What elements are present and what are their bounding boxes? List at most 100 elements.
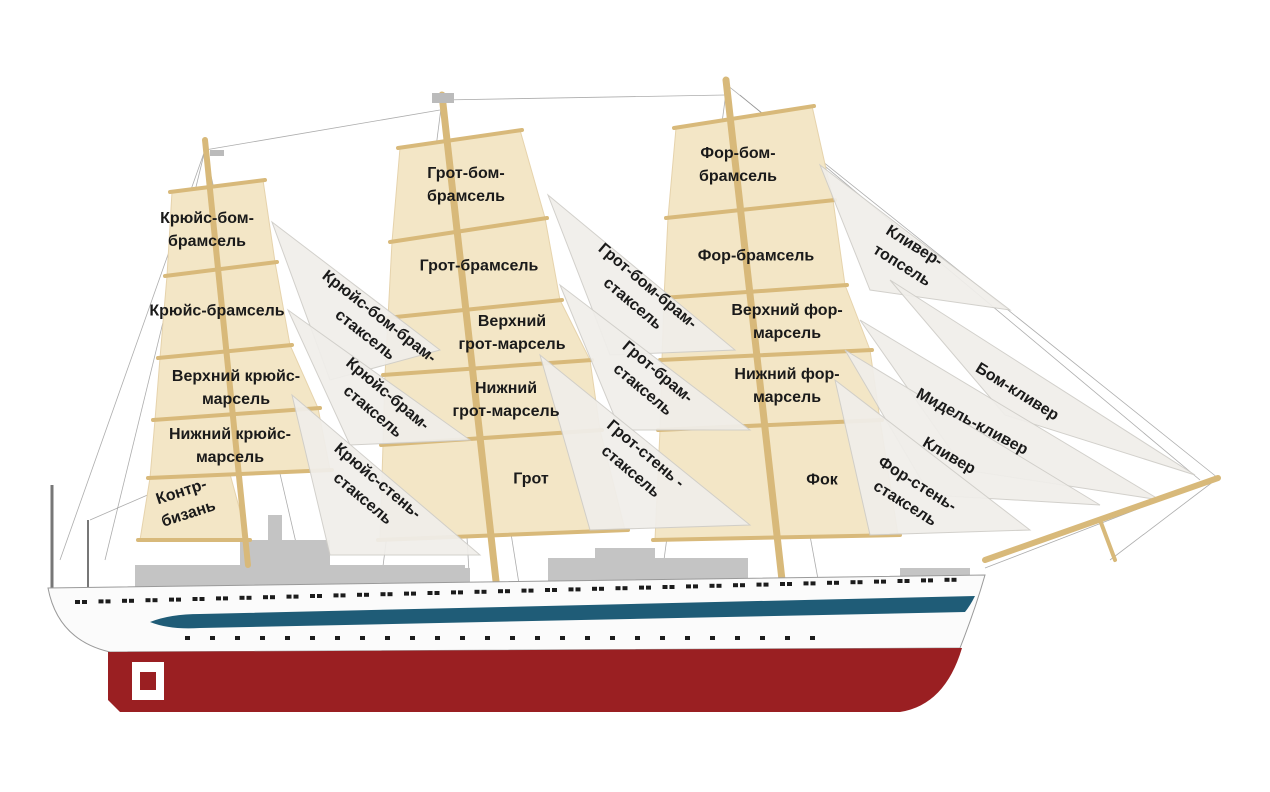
sail-label-mizzen-royal: Крюйс-бом-брамсель (160, 207, 254, 253)
porthole (552, 588, 557, 592)
porthole (451, 590, 456, 595)
sail-label-line: марсель (195, 449, 265, 466)
yard (381, 358, 594, 377)
porthole (364, 592, 369, 597)
porthole (733, 583, 738, 588)
porthole (216, 596, 221, 601)
porthole (169, 597, 174, 602)
porthole (716, 583, 722, 588)
rigging-line (441, 94, 726, 101)
yard (168, 178, 267, 194)
porthole (434, 591, 440, 595)
sail-label-mizzen-topgallant: Крюйс-брамсель (149, 300, 284, 323)
yard (396, 128, 524, 150)
porthole (260, 636, 265, 640)
porthole (223, 596, 228, 601)
sail-label-fore-upper-topsail: Верхний фор-марсель (731, 299, 842, 345)
sail-label-line: брамсель (427, 188, 505, 205)
porthole (411, 591, 416, 596)
porthole (685, 636, 690, 640)
fore-topmast-staysail (834, 378, 1032, 536)
porthole (803, 581, 809, 586)
yard (660, 283, 849, 300)
porthole (410, 636, 415, 640)
porthole (192, 597, 198, 601)
sail-label-line: грот-марсель (452, 403, 560, 420)
porthole (310, 594, 315, 598)
sail-label-line: Нижний (474, 380, 538, 397)
porthole (122, 598, 127, 603)
porthole (874, 579, 879, 584)
porthole (333, 593, 339, 598)
porthole (686, 584, 691, 589)
porthole (75, 600, 80, 604)
porthole (760, 636, 765, 640)
hull-bottom (108, 648, 962, 712)
porthole (360, 636, 365, 640)
mizzen-mast (202, 137, 251, 568)
porthole (763, 582, 769, 587)
porthole (944, 577, 950, 582)
sail-label-line: Нижний крюйс- (168, 426, 292, 443)
flying-jib-sail (818, 163, 1012, 311)
mast-top (432, 93, 454, 103)
porthole (693, 584, 698, 589)
yard (388, 216, 549, 244)
porthole (474, 589, 480, 594)
mizzen-topmast-staysail (291, 393, 482, 556)
martingale (1098, 518, 1117, 562)
main-topgallant-staysail (558, 283, 752, 431)
porthole (669, 585, 675, 589)
mizzen-topgallant-staysail (286, 308, 472, 446)
mast-top (210, 150, 224, 156)
yard (664, 198, 837, 220)
porthole (921, 578, 926, 583)
porthole (780, 582, 785, 586)
hull-stripe (150, 596, 975, 629)
sail-label-line: брамсель (699, 168, 777, 185)
porthole (270, 595, 275, 600)
ship-hull (47, 574, 986, 712)
sail-label-mainsail: Грот (513, 468, 548, 491)
porthole (897, 579, 903, 583)
porthole (505, 589, 510, 594)
sail-label-line: Крюйс-бом- (160, 210, 254, 227)
sail-label-line: марсель (752, 325, 822, 342)
porthole (660, 636, 665, 640)
porthole (286, 594, 292, 599)
porthole (528, 588, 534, 593)
porthole (357, 592, 362, 597)
porthole (787, 582, 792, 586)
porthole (710, 636, 715, 640)
sail-label-line: марсель (201, 391, 271, 408)
porthole (904, 579, 910, 583)
sail-label-mizzen-lower-topsail: Нижний крюйс-марсель (169, 423, 291, 469)
outer-jib-sail (889, 279, 1196, 476)
porthole (610, 636, 615, 640)
porthole (834, 580, 839, 585)
porthole (646, 585, 651, 590)
sail-label-line: Грот-брамсель (419, 257, 539, 275)
porthole (827, 580, 832, 585)
porthole (263, 595, 268, 600)
rigging-line (1109, 477, 1219, 561)
porthole (380, 592, 386, 597)
rigging-line (204, 109, 441, 151)
porthole (235, 636, 240, 640)
porthole (317, 594, 322, 598)
porthole (535, 636, 540, 640)
porthole (129, 598, 134, 603)
porthole (740, 583, 745, 588)
fore-mast (722, 76, 786, 584)
porthole (145, 598, 151, 603)
sail-label-line: Фок (806, 471, 838, 489)
deckhouse (240, 540, 330, 570)
sail-label-main-topgallant: Грот-брамсель (420, 255, 539, 278)
sail-label-main-lower-topsail: Нижний грот-марсель (452, 377, 559, 423)
sail-label-fore-topgallant: Фор-брамсель (698, 245, 815, 268)
porthole (435, 636, 440, 640)
porthole (427, 591, 433, 595)
rudder-mark-inner (140, 672, 156, 690)
sail-label-line: Фор-брамсель (697, 247, 815, 265)
porthole (599, 586, 604, 591)
